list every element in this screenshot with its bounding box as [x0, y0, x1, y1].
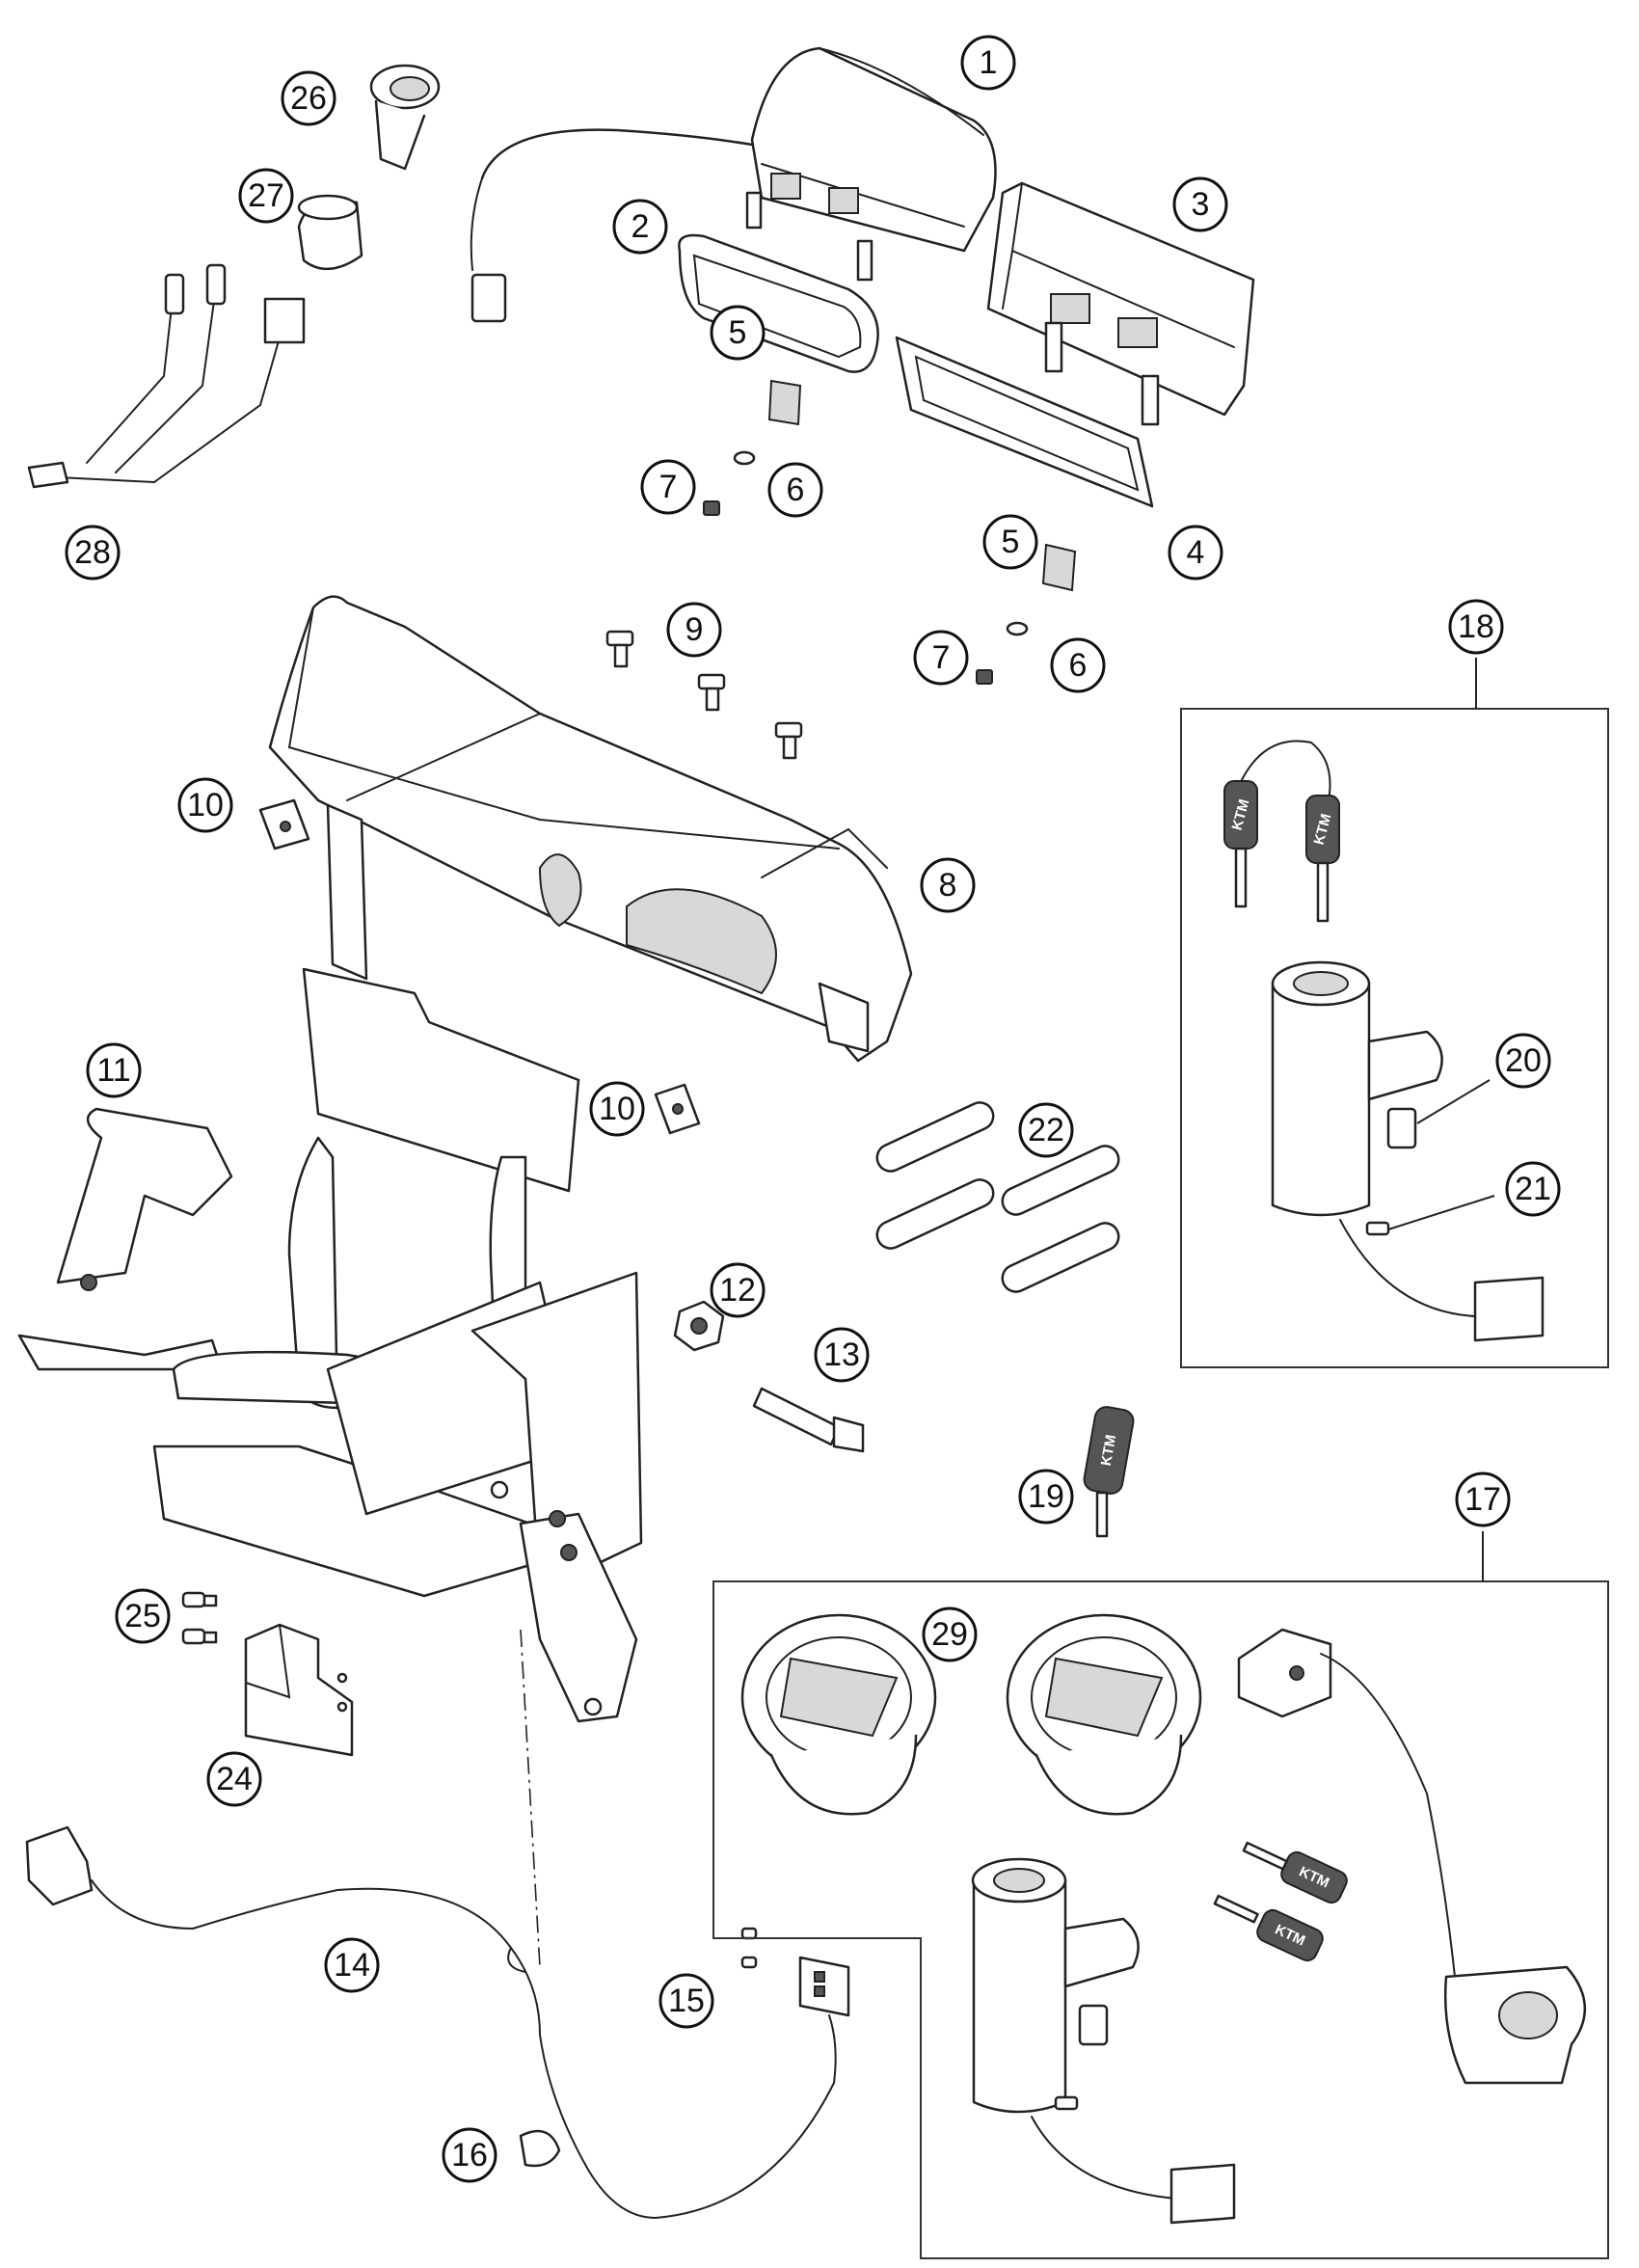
svg-text:3: 3	[1192, 186, 1210, 223]
svg-text:1: 1	[980, 44, 998, 81]
callout-20: 20	[1495, 1033, 1551, 1089]
clip-part-10-b-hole	[672, 1103, 684, 1115]
svg-text:5: 5	[729, 314, 747, 351]
callout-7: 7	[640, 459, 696, 515]
svg-text:21: 21	[1515, 1171, 1551, 1207]
spacers-part-22	[875, 1101, 1120, 1293]
svg-text:20: 20	[1505, 1042, 1542, 1079]
callout-16: 16	[442, 2127, 497, 2183]
svg-text:8: 8	[939, 867, 957, 904]
lock-set-group-17: KTM KTM	[712, 1531, 1609, 2259]
svg-text:24: 24	[216, 1761, 253, 1797]
washer-part-6-a	[733, 450, 756, 466]
cap-part-27	[297, 194, 363, 271]
screws-part-25	[181, 1591, 218, 1645]
gasket-part-2-inner	[692, 254, 862, 359]
display-part-3	[986, 181, 1255, 426]
callout-4: 4	[1168, 525, 1223, 580]
callout-10: 10	[589, 1081, 645, 1137]
svg-text:10: 10	[599, 1091, 635, 1127]
svg-text:17: 17	[1464, 1481, 1501, 1518]
cable-clip-part-16	[519, 2129, 561, 2168]
headlight-mask-part-8	[268, 595, 913, 1063]
callout-21: 21	[1505, 1161, 1561, 1217]
grommet-part-5-b	[1041, 543, 1077, 592]
wiring-harness-part-14	[25, 1825, 837, 2220]
callout-13: 13	[814, 1327, 870, 1383]
callout-3: 3	[1172, 176, 1228, 232]
bracket-part-24	[244, 1623, 354, 1757]
svg-text:10: 10	[187, 787, 224, 824]
svg-text:7: 7	[659, 469, 678, 505]
svg-text:11: 11	[96, 1052, 130, 1089]
connector-part-15	[740, 1927, 850, 2017]
callout-19: 19	[1018, 1469, 1074, 1525]
gasket-part-2	[678, 233, 879, 373]
callout-5: 5	[710, 305, 766, 361]
callout-6: 6	[767, 462, 823, 518]
callout-22: 22	[1018, 1102, 1074, 1158]
callout-9: 9	[666, 602, 722, 658]
svg-text:15: 15	[668, 1983, 705, 2019]
headlight-bracket-part-11	[17, 967, 643, 1968]
callout-17: 17	[1455, 1472, 1511, 1527]
svg-text:18: 18	[1458, 608, 1494, 645]
svg-text:14: 14	[334, 1947, 370, 1984]
callout-6: 6	[1050, 637, 1106, 693]
svg-text:16: 16	[451, 2137, 488, 2174]
callout-12: 12	[710, 1262, 766, 1318]
bolt-part-13	[752, 1387, 865, 1453]
speedometer-part-1	[470, 46, 997, 323]
screws-part-9	[605, 630, 803, 760]
svg-text:19: 19	[1028, 1478, 1064, 1515]
callout-29: 29	[922, 1606, 978, 1662]
nut-part-12-hole	[690, 1317, 708, 1335]
callout-27: 27	[238, 168, 294, 224]
callout-15: 15	[658, 1973, 714, 2029]
nut-part-7-b	[976, 669, 993, 685]
gasket-part-4	[895, 336, 1154, 508]
callout-24: 24	[206, 1751, 262, 1807]
svg-text:2: 2	[631, 208, 650, 245]
svg-text:13: 13	[823, 1336, 860, 1373]
svg-text:5: 5	[1002, 524, 1020, 560]
callout-14: 14	[324, 1937, 380, 1993]
svg-text:6: 6	[787, 472, 805, 508]
nut-part-7-a	[703, 500, 720, 516]
callout-10: 10	[177, 777, 233, 833]
callout-11: 11	[86, 1042, 142, 1098]
svg-text:28: 28	[74, 534, 111, 571]
callout-8: 8	[920, 857, 976, 913]
svg-text:26: 26	[290, 80, 327, 117]
callout-5: 5	[982, 514, 1038, 570]
svg-text:4: 4	[1187, 534, 1205, 571]
callout-7: 7	[913, 630, 969, 686]
grommet-part-5-a	[767, 379, 802, 426]
clip-part-10-a-hole	[280, 821, 291, 832]
washer-part-6-b	[1006, 621, 1029, 636]
key-brand-label: KTM	[1098, 1434, 1119, 1468]
svg-text:7: 7	[932, 639, 951, 676]
callout-26: 26	[281, 70, 336, 126]
svg-text:22: 22	[1028, 1112, 1064, 1148]
wire-harness-part-28	[27, 263, 306, 489]
lock-set-group-18: KTM KTM	[1180, 658, 1609, 1368]
gasket-part-4-inner	[914, 355, 1140, 492]
key-part-19: KTM	[1083, 1406, 1135, 1538]
svg-text:25: 25	[124, 1598, 161, 1634]
svg-text:12: 12	[719, 1272, 756, 1309]
svg-text:6: 6	[1069, 647, 1088, 684]
svg-text:9: 9	[685, 611, 704, 648]
callout-2: 2	[612, 199, 668, 255]
callout-18: 18	[1448, 599, 1504, 655]
power-socket-part-26	[369, 64, 441, 171]
callout-25: 25	[115, 1588, 171, 1644]
svg-text:29: 29	[931, 1616, 968, 1653]
callout-28: 28	[65, 525, 121, 580]
callout-1: 1	[960, 35, 1016, 91]
svg-text:27: 27	[248, 177, 284, 214]
